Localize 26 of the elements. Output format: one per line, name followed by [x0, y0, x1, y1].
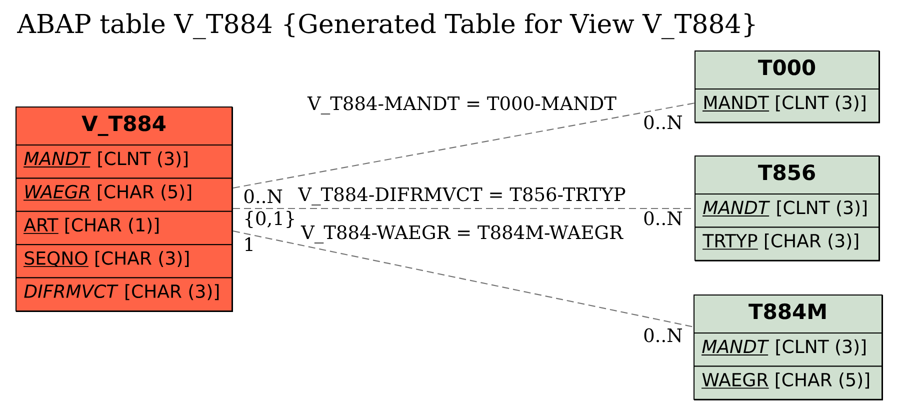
field-row: TRTYP [CHAR (3)] — [694, 226, 880, 261]
title: ABAP table V_T884 {Generated Table for View V_T884} — [17, 13, 755, 40]
cardinality-label: 0..N — [244, 189, 282, 204]
table-header: T856 — [694, 156, 880, 194]
field-row: SEQNO [CHAR (3)] — [16, 244, 232, 278]
table-header: V_T884 — [16, 106, 232, 146]
field-row: MANDT [CLNT (3)] — [694, 332, 882, 367]
relationship-line — [232, 102, 696, 189]
cardinality-label: 0..N — [644, 211, 682, 226]
cardinality-label: 0..N — [644, 115, 682, 130]
table-header: T000 — [694, 50, 880, 90]
cardinality-label: {0,1} — [246, 210, 294, 228]
relationship-line — [232, 230, 694, 328]
relationship-label: V_T884-MANDT = T000-MANDT — [307, 96, 617, 115]
field-row: WAEGR [CHAR (5)] — [16, 178, 232, 212]
cardinality-label: 1 — [245, 237, 252, 251]
relationship-label: V_T884-DIFRMVCT = T856-TRTYP — [298, 186, 626, 206]
relationship-label: V_T884-WAEGR = T884M-WAEGR — [300, 224, 624, 244]
field-row: MANDT [CLNT (3)] — [16, 144, 232, 179]
field-row: DIFRMVCT [CHAR (3)] — [16, 277, 232, 312]
field-row: ART [CHAR (1)] — [16, 210, 232, 246]
cardinality-label: 0..N — [644, 328, 682, 342]
field-row: WAEGR [CHAR (5)] — [694, 366, 882, 400]
field-row: MANDT [CLNT (3)] — [694, 88, 880, 123]
table-header: T884M — [694, 294, 882, 334]
field-row: MANDT [CLNT (3)] — [694, 194, 880, 228]
